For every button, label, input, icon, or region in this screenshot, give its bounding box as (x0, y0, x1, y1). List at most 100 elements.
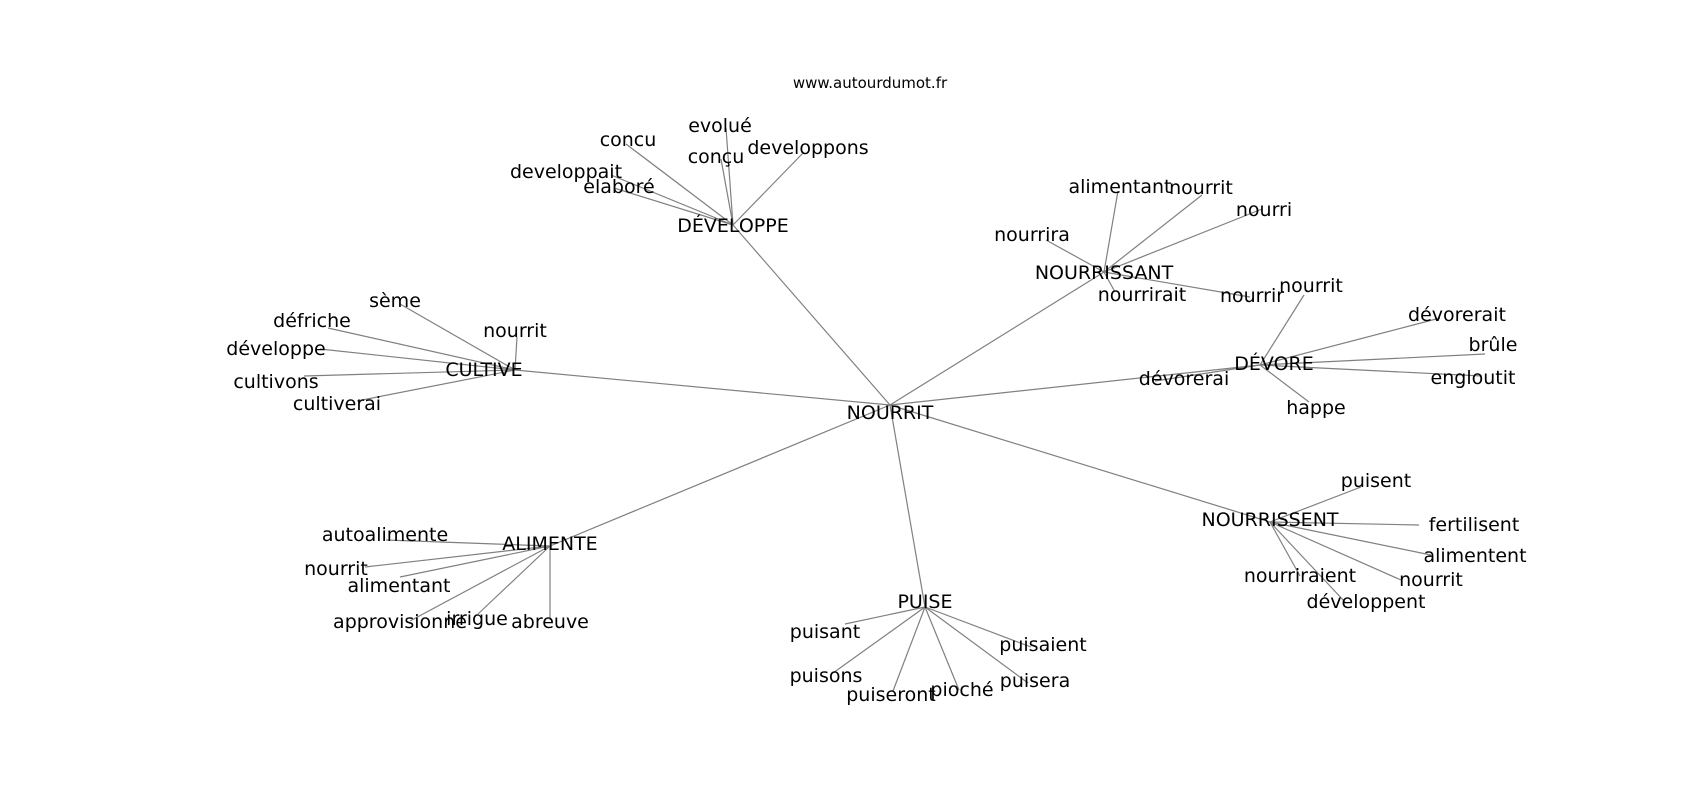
hub-to-leaf-edge (399, 545, 551, 578)
hub-to-leaf-edge (409, 545, 551, 622)
leaf-word: pioché (930, 679, 993, 701)
hub-to-leaf-edge (1259, 294, 1305, 366)
leaf-word: abreuve (511, 611, 589, 633)
hub-to-leaf-edge (1103, 190, 1119, 273)
hub-to-leaf-edge (1154, 364, 1261, 382)
hub-to-leaf-edge (399, 303, 516, 371)
hub-to-leaf-edge (832, 606, 926, 674)
leaf-word: alimentant (347, 575, 450, 597)
hub-to-leaf-edge (625, 143, 734, 226)
leaf-word: puisaient (999, 634, 1086, 656)
hub-to-leaf-edge (1269, 521, 1301, 577)
leaf-word: nourrira (994, 224, 1070, 246)
leaf-word: happe (1286, 397, 1346, 419)
leaf-word: défriche (273, 310, 351, 332)
leaf-word: puisera (1000, 670, 1070, 692)
leaf-word: puisant (790, 621, 860, 643)
leaf-word: evolué (688, 115, 752, 137)
hub-word: DÉVELOPPE (677, 214, 788, 237)
leaf-word: nourriraient (1244, 565, 1356, 587)
hub-to-leaf-edge (844, 606, 926, 625)
leaf-word: conçu (688, 146, 745, 168)
center-to-hub-edge (889, 271, 1105, 406)
leaf-word: puisons (790, 665, 863, 687)
leaf-word: nourrit (304, 558, 368, 580)
hub-to-leaf-edge (725, 127, 734, 226)
hub-word: CULTIVE (445, 359, 522, 381)
hub-to-leaf-edge (1259, 353, 1486, 366)
leaf-word: engloutit (1431, 367, 1516, 389)
graph-edges (303, 127, 1486, 692)
hub-word: PUISE (897, 591, 952, 613)
site-watermark: www.autourdumot.fr (793, 74, 948, 92)
leaf-word: cultivons (233, 371, 318, 393)
leaf-word: dévorerai (1139, 368, 1229, 390)
hub-to-leaf-edge (1103, 194, 1203, 273)
hub-to-leaf-edge (1103, 208, 1263, 273)
hub-to-leaf-edge (327, 327, 516, 371)
leaf-word: nourrit (1279, 275, 1343, 297)
leaf-word: developpons (747, 137, 868, 159)
leaf-word: alimentent (1423, 545, 1526, 567)
hub-to-leaf-edge (924, 606, 1032, 648)
center-to-hub-edge (889, 404, 926, 608)
hub-to-leaf-edge (1103, 271, 1116, 293)
leaf-word: nourri (1236, 199, 1292, 221)
leaf-word: nourrit (1169, 177, 1233, 199)
hub-to-leaf-edge (720, 158, 734, 226)
hub-to-leaf-edge (1103, 271, 1251, 298)
hub-to-leaf-edge (514, 336, 518, 371)
hub-to-leaf-edge (892, 606, 926, 692)
hub-to-leaf-edge (1269, 486, 1362, 523)
leaf-word: puisent (1341, 470, 1411, 492)
center-to-hub-edge (514, 369, 891, 406)
hub-to-leaf-edge (924, 606, 960, 691)
leaf-word: irrigue (446, 608, 508, 630)
center-word: NOURRIT (847, 402, 934, 424)
hub-to-leaf-edge (1045, 239, 1105, 273)
leaf-word: alimentant (1068, 176, 1171, 198)
hub-word: ALIMENTE (502, 533, 597, 555)
leaf-word: approvisionne (333, 611, 467, 633)
hub-word: NOURRISSANT (1035, 262, 1174, 284)
center-to-hub-edge (732, 224, 891, 406)
hub-to-leaf-edge (924, 606, 1029, 684)
hub-to-leaf-edge (477, 545, 551, 615)
hub-to-leaf-edge (1269, 521, 1432, 556)
hub-to-leaf-edge (1269, 521, 1346, 603)
hub-word: DÉVORE (1234, 352, 1313, 375)
center-to-hub-edge (889, 404, 1271, 523)
leaf-word: autoalimente (322, 524, 448, 546)
leaf-word: cultiverai (293, 393, 381, 415)
leaf-word: sème (369, 290, 421, 312)
hub-to-leaf-edge (610, 174, 734, 226)
hub-to-leaf-edge (1259, 364, 1483, 377)
center-to-hub-edge (889, 364, 1261, 406)
leaf-word: dévorerait (1408, 304, 1506, 326)
hub-to-leaf-edge (356, 369, 516, 402)
hub-to-leaf-edge (364, 545, 551, 568)
leaf-word: developpait (510, 161, 622, 183)
leaf-word: développent (1307, 591, 1426, 613)
hub-to-leaf-edge (613, 187, 734, 226)
center-to-hub-edge (549, 404, 891, 547)
leaf-word: nourrit (1399, 569, 1463, 591)
hub-to-leaf-edge (385, 539, 551, 547)
leaf-word: développe (226, 338, 325, 360)
hub-to-leaf-edge (303, 369, 516, 377)
hub-to-leaf-edge (732, 151, 805, 226)
hub-to-leaf-edge (1269, 521, 1420, 526)
leaf-word: concu (600, 129, 657, 151)
leaf-word: nourrirait (1098, 284, 1186, 306)
leaf-word: elaboré (583, 176, 654, 198)
hub-to-leaf-edge (1259, 364, 1310, 403)
hub-to-leaf-edge (1259, 317, 1441, 366)
leaf-word: nourrit (483, 320, 547, 342)
hub-to-leaf-edge (319, 348, 516, 371)
leaf-word: fertilisent (1429, 514, 1520, 536)
leaf-word: brûle (1469, 334, 1518, 356)
hub-to-leaf-edge (1269, 521, 1402, 581)
leaf-word: puiseront (846, 684, 935, 706)
